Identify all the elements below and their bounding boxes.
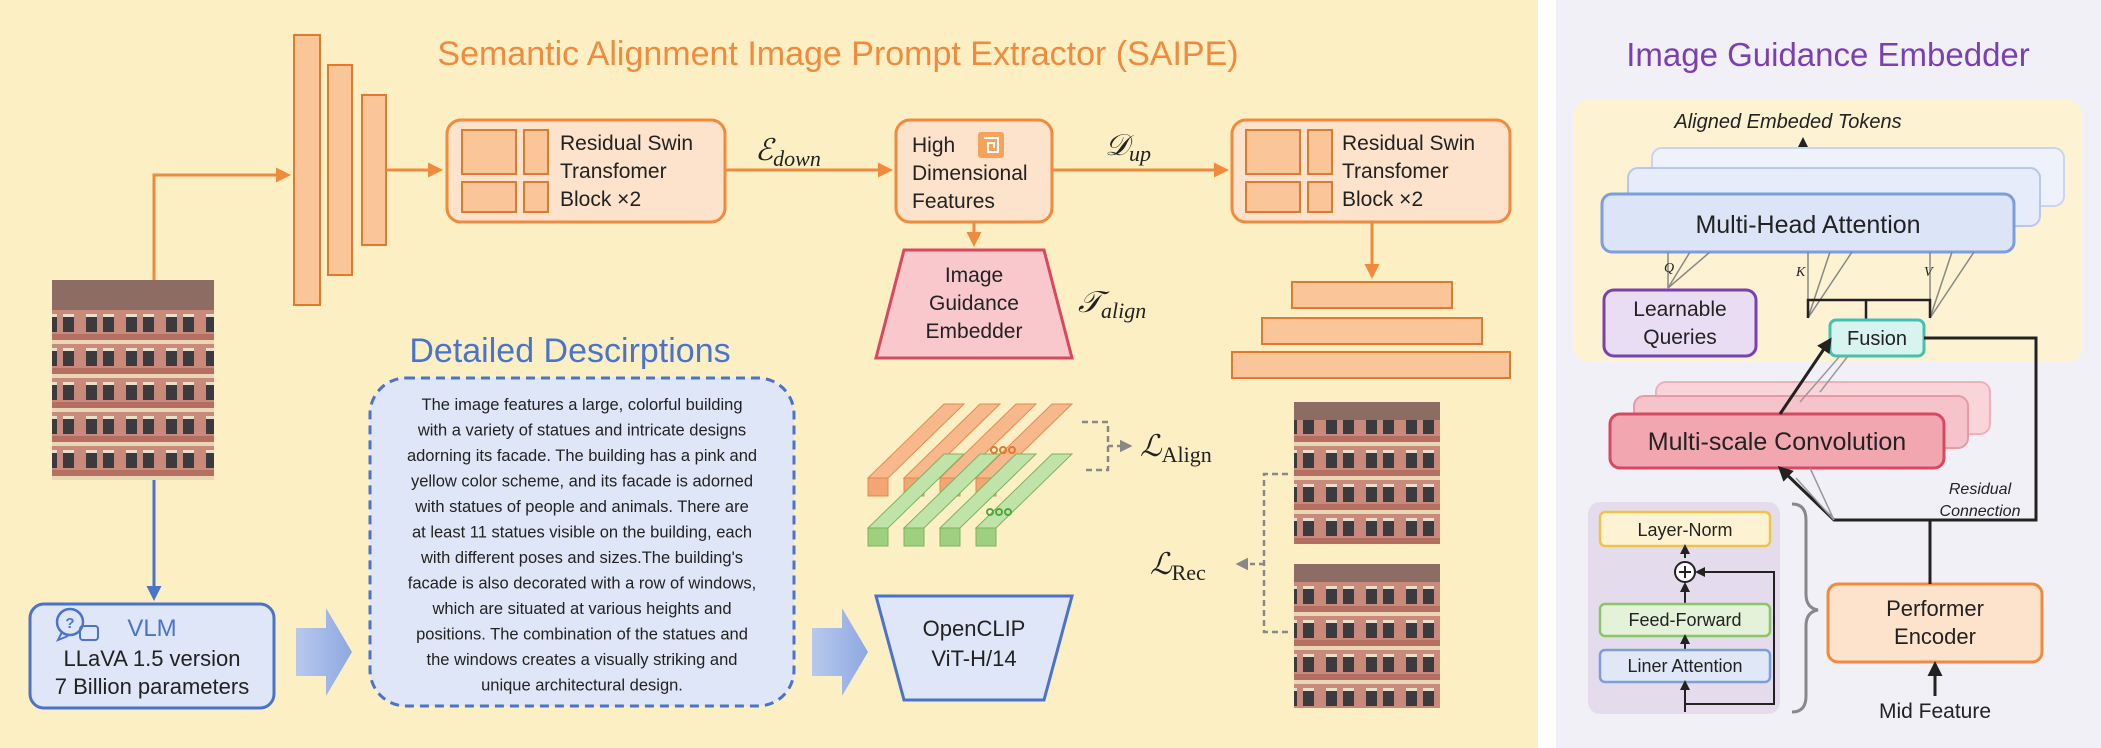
residual-line2: Connection (1940, 503, 2021, 520)
qkv-lines (1667, 251, 1975, 319)
arrow-image-to-encoder (152, 167, 291, 280)
fusion-label: Fusion (1847, 328, 1907, 350)
lq-line2: Queries (1643, 326, 1717, 349)
conv-fusion-thin-lines (1799, 355, 1849, 403)
add-icon (1674, 561, 1696, 583)
residual-thin-lines (1795, 467, 1835, 521)
description-line: The image features a large, colorful bui… (421, 396, 742, 414)
performer-line1: Performer (1886, 596, 1984, 621)
input-image (52, 280, 214, 480)
swin-block-left: Residual Swin Transfomer Block ×2 (445, 118, 727, 224)
arrow-conv-to-fusion (1778, 337, 1832, 415)
description-line: with different poses and sizes.The build… (420, 549, 743, 567)
description-line: unique architectural design. (481, 677, 683, 695)
ige-line1: Image (945, 264, 1003, 287)
performer-line2: Encoder (1894, 624, 1976, 649)
description-line: the windows creates a visually striking … (427, 651, 738, 669)
description-line: positions. The combination of the statue… (416, 626, 748, 644)
reconstructed-image (1294, 402, 1440, 544)
vlm-line1: LLaVA 1.5 version (64, 646, 241, 671)
hdf-line1: High (912, 134, 955, 157)
liner-attention-box: Liner Attention (1598, 648, 1772, 684)
hdf-line3: Features (912, 190, 995, 213)
lq-line1: Learnable (1633, 298, 1726, 321)
residual-line1: Residual (1949, 481, 2012, 498)
description-line: facade is also decorated with a row of w… (408, 575, 757, 593)
chat-bubble-icon: ? (55, 607, 99, 642)
vlm-box: ? VLM LLaVA 1.5 version 7 Billion parame… (28, 602, 276, 710)
swin-right-line1: Residual Swin (1342, 132, 1475, 155)
swin-right-line3: Block ×2 (1342, 188, 1423, 211)
msc-label: Multi-scale Convolution (1648, 428, 1906, 456)
swin-block-right: Residual Swin Transfomer Block ×2 (1230, 118, 1512, 224)
openclip-line2: ViT-H/14 (931, 646, 1016, 671)
swin-left-line1: Residual Swin (560, 132, 693, 155)
rec-bracket (1262, 472, 1288, 634)
fusion-box: Fusion (1828, 318, 1926, 358)
description-line: which are situated at various heights an… (431, 600, 731, 618)
kv-connector (1806, 298, 1932, 318)
fusion-side-line (1924, 336, 2038, 522)
token-bars (866, 403, 1074, 547)
big-arrow-vlm-to-desc (296, 608, 352, 696)
brace (1791, 502, 1819, 714)
saipe-title: Semantic Alignment Image Prompt Extracto… (437, 35, 1238, 73)
big-arrow-desc-to-clip (812, 608, 868, 696)
openclip-block: OpenCLIP ViT-H/14 (874, 594, 1074, 702)
descriptions-title: Detailed Descirptions (409, 332, 730, 370)
description-line: at least 11 statues visible on the build… (412, 524, 752, 542)
q-label: Q (1664, 261, 1674, 276)
performer-encoder-box: Performer Encoder (1826, 582, 2044, 664)
l-align-label: ℒAlign (1140, 430, 1212, 467)
e-down-label: ℰdown (755, 134, 821, 171)
feed-forward-label: Feed-Forward (1628, 610, 1741, 630)
layer-norm-label: Layer-Norm (1637, 520, 1732, 540)
svg-text:?: ? (65, 615, 74, 632)
vlm-title: VLM (127, 615, 176, 642)
aligned-tokens-label: Aligned Embeded Tokens (1673, 111, 1901, 133)
descriptions-text: The image features a large, colorful bui… (407, 396, 757, 695)
hdf-line2: Dimensional (912, 162, 1028, 185)
feature-glyph-icon (978, 132, 1004, 158)
ige-line2: Guidance (929, 292, 1019, 315)
layer-norm-box: Layer-Norm (1598, 510, 1772, 548)
description-line: with statues of people and animals. Ther… (414, 498, 749, 516)
liner-attention-label: Liner Attention (1627, 656, 1742, 676)
swin-right-line2: Transfomer (1342, 160, 1449, 183)
k-label: K (1795, 265, 1806, 280)
description-line: adorning its facade. The building has a … (407, 447, 757, 465)
mha-stack: Multi-Head Attention (1600, 147, 2065, 254)
swin-left-line2: Transfomer (560, 160, 667, 183)
mha-label: Multi-Head Attention (1695, 211, 1920, 239)
high-dim-features: High Dimensional Features (894, 118, 1054, 224)
decoder-bars (1231, 281, 1511, 379)
encoder-bars (293, 34, 387, 306)
multiscale-conv-stack: Multi-scale Convolution (1608, 381, 1991, 470)
description-line: with a variety of statues and intricate … (417, 422, 746, 440)
l-rec-label: ℒRec (1150, 548, 1206, 585)
descriptions-box (368, 376, 796, 708)
feed-forward-box: Feed-Forward (1598, 602, 1772, 638)
mid-feature-label: Mid Feature (1879, 700, 1991, 723)
swin-left-line3: Block ×2 (560, 188, 641, 211)
v-label: V (1924, 265, 1934, 280)
learnable-queries-box: Learnable Queries (1602, 288, 1758, 358)
image-guidance-embedder-block: Image Guidance Embedder (874, 248, 1074, 360)
ige-line3: Embedder (926, 320, 1023, 343)
embedder-title: Image Guidance Embedder (1626, 36, 2030, 73)
openclip-line1: OpenCLIP (923, 616, 1026, 641)
description-line: yellow color scheme, and its facade is a… (411, 473, 753, 491)
ground-truth-image (1294, 564, 1440, 708)
vlm-line2: 7 Billion parameters (55, 674, 249, 699)
